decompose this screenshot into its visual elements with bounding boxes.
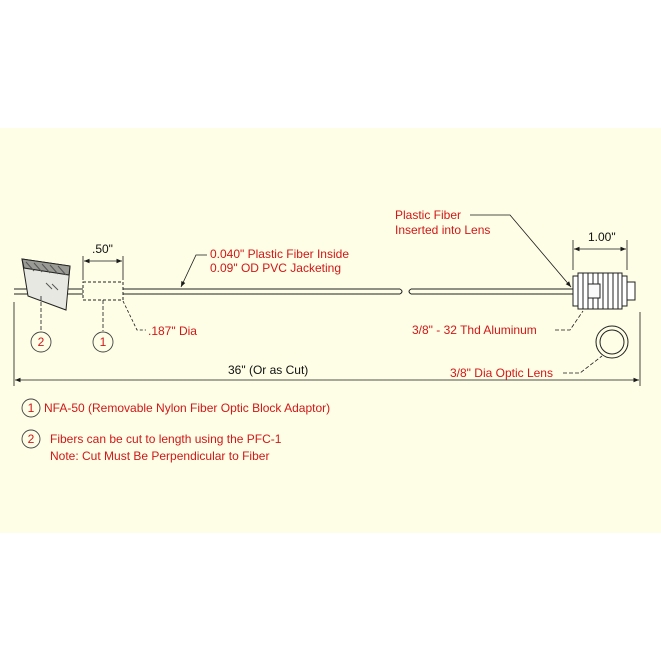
drawing-panel <box>0 128 661 533</box>
adapter-length-label: .50" <box>92 242 113 256</box>
razor-cutter <box>21 258 71 311</box>
cutter-balloon <box>30 331 52 353</box>
optic-lens-label: 3/8" Dia Optic Lens <box>450 366 553 380</box>
overall-length-label: 36" (Or as Cut) <box>228 363 309 377</box>
fiber-spec-line2: 0.09" OD PVC Jacketing <box>210 261 341 275</box>
adapter-balloon <box>92 331 114 353</box>
fiber-cable-left <box>14 288 403 295</box>
nfa-adapter-block <box>82 281 124 301</box>
note-2-number: 2 <box>27 432 35 446</box>
fiber-cable-right <box>408 288 574 295</box>
note-1-balloon <box>21 398 41 418</box>
fiber-spec-leader <box>180 254 207 288</box>
lens-fiber-line2: Inserted into Lens <box>395 223 491 237</box>
thread-spec-label: 3/8" - 32 Thd Aluminum <box>412 323 537 337</box>
threaded-fitting <box>572 272 636 310</box>
adapter-dia-leader <box>122 300 146 331</box>
note-1-number: 1 <box>27 401 35 415</box>
cutter-balloon-number: 2 <box>37 335 45 349</box>
optic-lens-leader <box>563 355 603 374</box>
note-2-text-line2: Note: Cut Must Be Perpendicular to Fiber <box>50 449 270 463</box>
fiber-spec-line1: 0.040" Plastic Fiber Inside <box>210 247 349 261</box>
fitting-length-label: 1.00" <box>588 230 616 244</box>
thread-spec-leader <box>555 310 584 331</box>
lens-fiber-leader <box>470 214 572 288</box>
adapter-length-dimension <box>82 256 124 280</box>
fitting-length-dimension <box>572 240 628 270</box>
optic-lens-ring <box>595 325 629 359</box>
adapter-dia-label: .187" Dia <box>148 324 197 338</box>
note-1-text: NFA-50 (Removable Nylon Fiber Optic Bloc… <box>44 401 331 415</box>
adapter-balloon-number: 1 <box>99 335 107 349</box>
note-2-text-line1: Fibers can be cut to length using the PF… <box>50 432 282 446</box>
note-2-balloon <box>21 429 41 449</box>
lens-fiber-line1: Plastic Fiber <box>395 208 462 222</box>
overall-length-dimension <box>13 302 641 386</box>
